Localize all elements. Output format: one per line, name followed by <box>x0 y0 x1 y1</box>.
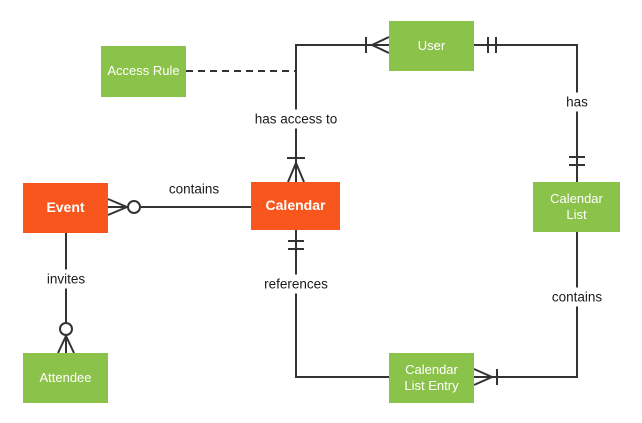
entity-event: Event <box>23 183 108 233</box>
connector-has-access-to <box>186 36 390 183</box>
entity-calendar-list-label: Calendar List <box>550 190 603 222</box>
entity-calendar-list-entry-label: Calendar List Entry <box>404 361 459 393</box>
connector-line <box>295 44 389 182</box>
connector-references <box>288 230 389 378</box>
connector-has <box>474 37 585 183</box>
entity-event-label: Event <box>46 199 85 216</box>
relationship-label-references: references <box>260 274 332 294</box>
connector-contains-event <box>107 198 251 216</box>
entity-calendar-label: Calendar <box>265 197 326 214</box>
connector-line <box>474 44 578 183</box>
connector-contains-list <box>473 232 578 386</box>
relationship-label-contains-event: contains <box>164 179 224 199</box>
zero-ring-icon <box>127 200 141 214</box>
entity-attendee: Attendee <box>23 353 108 403</box>
relationship-label-has-access-to: has access to <box>250 109 342 129</box>
entity-calendar-list-entry: Calendar List Entry <box>389 353 474 403</box>
connector-line <box>474 232 578 378</box>
entity-attendee-label: Attendee <box>39 369 92 385</box>
crow-foot-many-icon <box>57 333 75 354</box>
entity-user: User <box>389 21 474 71</box>
relationship-label-has: has <box>562 92 592 112</box>
entity-user-label: User <box>417 37 446 53</box>
entity-calendar-list: Calendar List <box>533 182 620 232</box>
entity-access-rule: Access Rule <box>101 46 186 97</box>
connector-line <box>295 230 389 378</box>
relationship-label-invites: invites <box>42 269 90 289</box>
zero-ring-icon <box>59 322 73 336</box>
crow-foot-many-icon <box>287 160 305 183</box>
entity-access-rule-label: Access Rule <box>107 63 180 79</box>
connector-invites <box>57 233 75 354</box>
relationship-label-contains-list: contains <box>547 287 607 307</box>
entity-calendar: Calendar <box>251 182 340 230</box>
crow-foot-many-icon <box>473 368 495 386</box>
crow-foot-many-icon <box>369 36 390 54</box>
